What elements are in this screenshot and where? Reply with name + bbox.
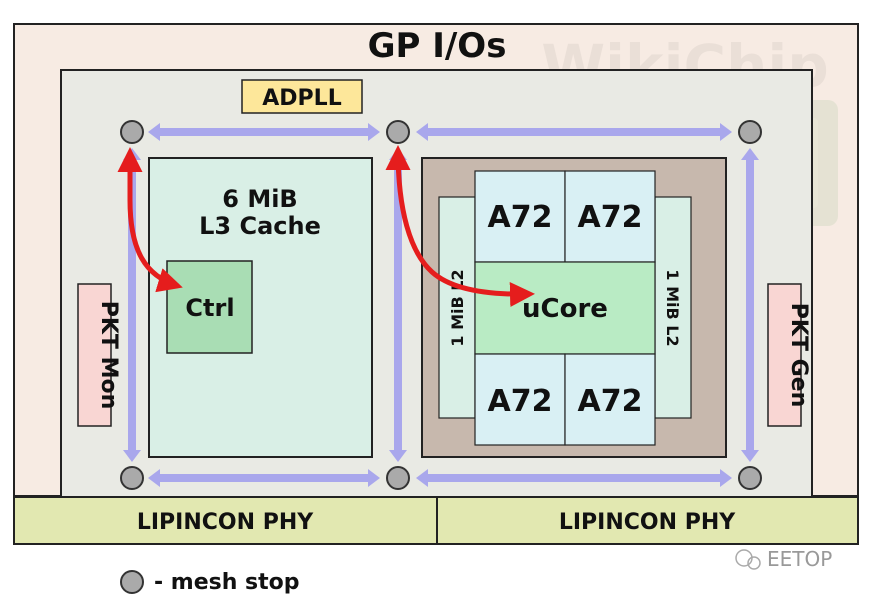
legend-label: - mesh stop <box>154 570 300 595</box>
core-a72-label: A72 <box>578 200 643 235</box>
eetop-logo-icon <box>735 549 761 570</box>
gp-io-title: GP I/Os <box>368 26 507 66</box>
source-badge: EETOP <box>767 547 832 571</box>
mesh-link-right-vertical <box>741 148 759 462</box>
mesh-stops <box>120 120 762 490</box>
red-arrow-mesh-to-ucore <box>385 145 535 307</box>
mesh-stop <box>386 466 410 490</box>
adpll-block <box>241 79 363 114</box>
core-a72-label: A72 <box>488 200 553 235</box>
l2-right-block <box>654 196 692 419</box>
mesh-stop <box>738 466 762 490</box>
mesh-link-bottom-left <box>148 469 380 487</box>
mesh-stop <box>120 466 144 490</box>
phy-right-label: LIPINCON PHY <box>559 510 736 535</box>
mesh-stop <box>738 120 762 144</box>
core-a72-bottom-left <box>474 353 566 446</box>
core-a72-label: A72 <box>488 384 553 419</box>
mesh-link-top-right <box>416 123 732 141</box>
core-a72-label: A72 <box>578 384 643 419</box>
red-arrow-ctrl-to-mesh <box>117 147 183 293</box>
mesh-stop <box>386 120 410 144</box>
pkt-gen-block <box>767 283 802 427</box>
phy-left-block <box>13 496 438 545</box>
mesh-stop <box>120 120 144 144</box>
adpll-label: ADPLL <box>262 86 341 111</box>
pkt-gen-label: PKT Gen <box>786 303 811 407</box>
legend-mesh-stop-icon <box>120 570 144 594</box>
mesh-link-bottom-right <box>416 469 732 487</box>
l3-cache-size-label: 6 MiB <box>222 185 297 213</box>
l3-cache-name-label: L3 Cache <box>199 212 321 240</box>
ucore-label: uCore <box>522 294 608 324</box>
phy-left-label: LIPINCON PHY <box>137 510 314 535</box>
phy-right-block <box>436 496 859 545</box>
core-a72-top-right <box>564 170 656 263</box>
mesh-link-left-vertical <box>123 148 141 462</box>
mesh-link-top-left <box>148 123 380 141</box>
ctrl-label: Ctrl <box>185 294 234 322</box>
pkt-mon-label: PKT Mon <box>96 301 121 410</box>
l2-right-label: 1 MiB L2 <box>663 269 682 346</box>
pkt-mon-block <box>77 283 112 427</box>
core-a72-bottom-right <box>564 353 656 446</box>
